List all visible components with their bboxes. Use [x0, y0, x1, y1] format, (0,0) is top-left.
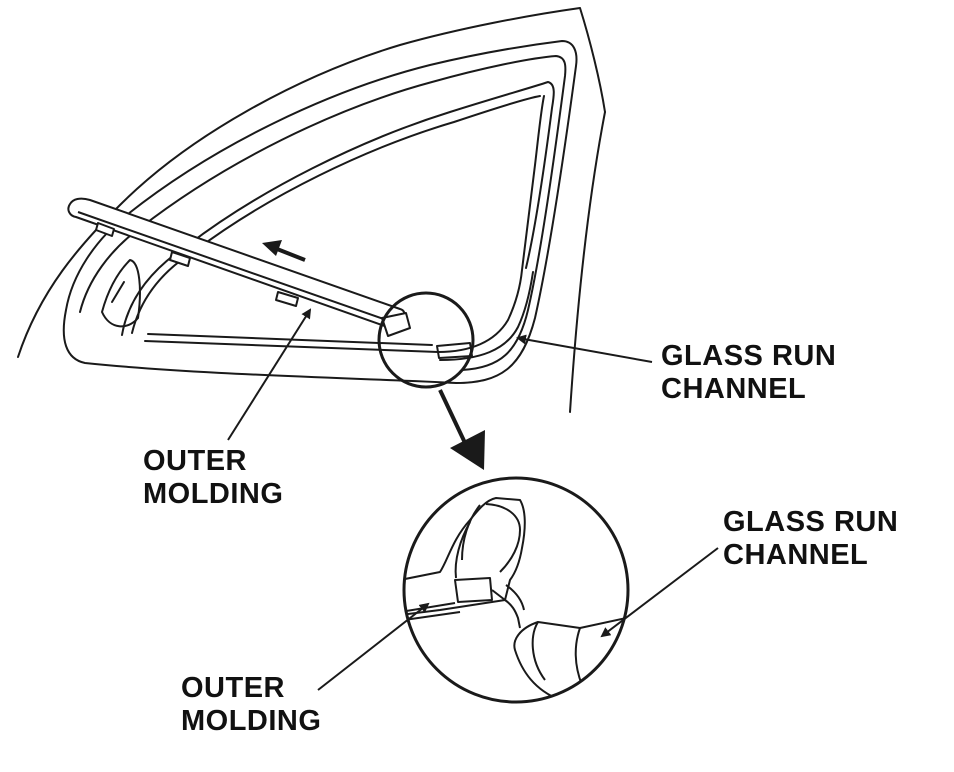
detail-callout-circle — [377, 291, 475, 389]
outer-molding-strip — [67, 197, 411, 337]
leader-outer-molding-detail — [317, 602, 430, 691]
leader-glass-run-channel-main — [516, 334, 653, 363]
detail-pointer-arrow — [438, 389, 485, 470]
label-line: CHANNEL — [661, 373, 807, 405]
label-line: GLASS RUN — [661, 340, 837, 372]
leader-glass-run-channel-detail — [600, 547, 719, 638]
label-line: CHANNEL — [723, 539, 869, 571]
label-glass-run-channel-detail: GLASS RUN CHANNEL — [723, 506, 898, 572]
label-line: OUTER — [143, 445, 247, 477]
label-line: MOLDING — [181, 705, 322, 737]
removal-direction-arrow — [262, 240, 306, 262]
label-line: OUTER — [181, 672, 285, 704]
label-line: GLASS RUN — [723, 506, 899, 538]
leader-outer-molding-main — [227, 308, 312, 441]
label-line: MOLDING — [143, 478, 284, 510]
label-outer-molding-detail: OUTER MOLDING — [181, 672, 321, 738]
label-outer-molding-main: OUTER MOLDING — [143, 445, 283, 511]
label-glass-run-channel-main: GLASS RUN CHANNEL — [661, 340, 836, 406]
detail-frame-circle — [402, 476, 630, 704]
